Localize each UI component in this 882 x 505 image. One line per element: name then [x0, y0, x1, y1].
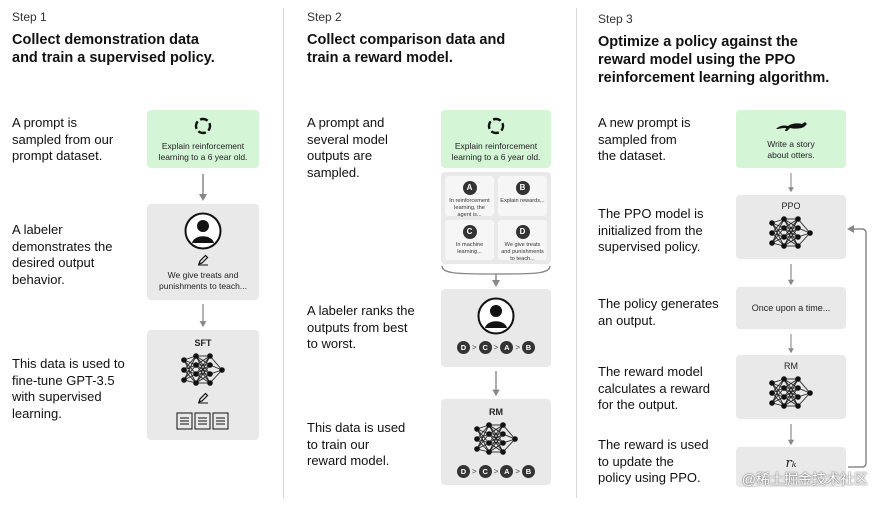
- output-d-text: We give treats and punishments to teach.…: [501, 242, 544, 262]
- rank-3: A: [500, 465, 514, 478]
- step2-arrow: [492, 371, 500, 397]
- output-a-text: In reinforcement learning, the agent is.…: [449, 198, 490, 218]
- output-c: C In machine learning...: [445, 220, 494, 260]
- step2-merge-bracket: [441, 265, 551, 287]
- step3-rm-network-icon: [769, 376, 813, 409]
- step2-label: Step 2: [307, 10, 342, 24]
- otter-icon: [776, 122, 807, 131]
- output-d-badge: D: [515, 225, 530, 239]
- step2-ranking-box: D>C>A>B: [441, 289, 551, 367]
- step3-output-text: Once upon a time...: [751, 303, 831, 313]
- rank-2: C: [478, 341, 492, 354]
- rank-1: D: [456, 341, 470, 354]
- divider-1: [283, 8, 284, 498]
- rm-network-icon: [474, 422, 518, 455]
- loop-icon: [487, 117, 505, 135]
- ppo-network-icon: [769, 216, 813, 249]
- step1-arrow-2: [199, 304, 207, 328]
- output-b-text: Explain rewards...: [500, 198, 545, 204]
- rm-label: RM: [489, 407, 503, 417]
- output-c-text: In machine learning...: [455, 242, 484, 255]
- reward-value: rₖ: [785, 456, 797, 471]
- ranking-row: D>C>A>B: [441, 341, 551, 354]
- step3-arrow-4: [787, 424, 795, 446]
- labeler-avatar-icon: [477, 297, 515, 335]
- step3-ppo-box: PPO: [736, 195, 846, 259]
- ppo-label: PPO: [781, 201, 801, 211]
- step3-arrow-2: [787, 264, 795, 286]
- rank-2: C: [478, 465, 492, 478]
- step1-arrow-1: [199, 174, 207, 201]
- step3-reward-box: rₖ: [736, 447, 846, 487]
- sft-network-icon: [181, 353, 225, 386]
- step1-sft-box: SFT: [147, 330, 259, 440]
- rank-4: B: [522, 341, 535, 354]
- step3-rm-label: RM: [784, 361, 798, 371]
- step3-arrow-1: [788, 173, 794, 193]
- step2-outputs-box: A In reinforcement learning, the agent i…: [441, 172, 551, 264]
- step3-label: Step 3: [598, 12, 633, 26]
- divider-2: [576, 8, 577, 498]
- step3-output-box: Once upon a time...: [736, 287, 846, 329]
- rank-4: B: [522, 465, 535, 478]
- watermark: @稀土掘金技术社区: [741, 471, 868, 487]
- pencil-icon: [198, 392, 209, 404]
- documents-icon: [176, 412, 229, 430]
- sft-label: SFT: [194, 338, 212, 348]
- output-b: B Explain rewards...: [498, 176, 547, 216]
- output-d: D We give treats and punishments to teac…: [498, 220, 547, 262]
- feedback-loop-arrow: [847, 225, 867, 468]
- output-c-badge: C: [462, 225, 477, 239]
- output-a-badge: A: [462, 181, 477, 195]
- output-b-badge: B: [515, 181, 530, 195]
- pencil-icon: [198, 254, 209, 266]
- ranking-row: D>C>A>B: [441, 465, 551, 478]
- output-a: A In reinforcement learning, the agent i…: [445, 176, 494, 218]
- step2-rm-box: RM D>C>A>B: [441, 399, 551, 485]
- step3-arrow-3: [788, 334, 794, 354]
- rank-1: D: [456, 465, 470, 478]
- loop-icon: [194, 117, 212, 135]
- labeler-avatar-icon: [184, 212, 222, 250]
- step1-label: Step 1: [12, 10, 47, 24]
- step3-rm-box: RM: [736, 355, 846, 419]
- rank-3: A: [500, 341, 514, 354]
